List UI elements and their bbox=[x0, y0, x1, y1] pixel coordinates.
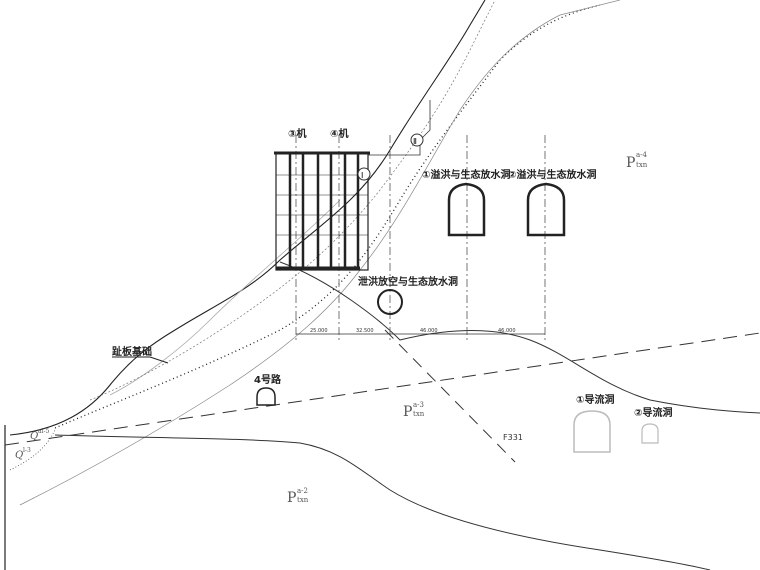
svg-text:P: P bbox=[287, 490, 296, 506]
fault-line bbox=[384, 329, 516, 463]
section-1-label: Ⅰ bbox=[361, 171, 363, 180]
fault-label: F331 bbox=[503, 433, 523, 442]
geologic-contact-lower bbox=[54, 434, 711, 570]
svg-text:P: P bbox=[626, 155, 635, 171]
svg-text:P: P bbox=[403, 404, 412, 420]
section-marker-2 bbox=[410, 133, 424, 147]
centerlines bbox=[295, 135, 546, 340]
svg-text:a-4: a-4 bbox=[636, 151, 648, 159]
spillway-tunnel-1 bbox=[447, 182, 486, 237]
spillway-tunnel-2 bbox=[526, 182, 566, 237]
dimension-1: 25.000 bbox=[310, 328, 328, 334]
section-2-label: Ⅱ bbox=[413, 137, 417, 146]
dotted-rock-line bbox=[54, 4, 601, 429]
unit4-label: ④机 bbox=[330, 127, 348, 140]
outlet-label: 泄洪放空与生态放水洞 bbox=[358, 275, 458, 288]
section-leader bbox=[368, 100, 431, 156]
svg-text:a-3: a-3 bbox=[413, 401, 424, 409]
section-marker-1 bbox=[357, 167, 371, 181]
dimension-3: 46.000 bbox=[420, 328, 438, 334]
diversion-2-label: ②导流洞 bbox=[634, 406, 672, 419]
geology-label-p2: P a-2 txn bbox=[287, 487, 309, 506]
diversion-tunnel-1 bbox=[573, 410, 611, 453]
svg-text:txn: txn bbox=[297, 496, 309, 504]
toe-slab-label: 趾板基础 bbox=[112, 345, 152, 358]
spillway-1-label: ①溢洪与生态放水洞 bbox=[422, 168, 510, 181]
geology-label-qal: Q al-5 bbox=[30, 428, 50, 442]
svg-text:al-5: al-5 bbox=[38, 428, 50, 435]
geologic-boundary-dashed bbox=[4, 332, 760, 446]
weathering-line-lower bbox=[19, 0, 621, 506]
svg-text:l-3: l-3 bbox=[23, 447, 31, 454]
svg-text:Q: Q bbox=[15, 450, 23, 461]
geologic-contact-upper bbox=[279, 261, 760, 414]
road4-label: 4号路 bbox=[254, 373, 282, 386]
ground-surface-line bbox=[9, 0, 486, 436]
diversion-1-label: ①导流洞 bbox=[576, 393, 614, 406]
road4-tunnel bbox=[256, 387, 276, 406]
diversion-tunnel-2 bbox=[641, 423, 659, 444]
quaternary-line bbox=[9, 429, 56, 471]
faint-line bbox=[109, 199, 341, 396]
geology-label-p3: P a-3 txn bbox=[403, 401, 425, 420]
unit3-label: ③机 bbox=[288, 127, 306, 140]
svg-text:a-2: a-2 bbox=[297, 487, 308, 495]
outlet-tunnel bbox=[377, 289, 403, 315]
dimension-2: 32.500 bbox=[356, 328, 374, 334]
geology-label-ql: Q l-3 bbox=[15, 447, 31, 461]
svg-text:Q: Q bbox=[30, 431, 38, 442]
dimension-4: 46.000 bbox=[498, 328, 516, 334]
spillway-2-label: ②溢洪与生态放水洞 bbox=[508, 168, 596, 181]
geology-label-p4: P a-4 txn bbox=[626, 151, 648, 171]
toe-slab-leader bbox=[149, 356, 169, 364]
weathering-line-upper bbox=[89, 0, 496, 401]
powerhouse-structure bbox=[274, 151, 370, 271]
svg-text:txn: txn bbox=[636, 161, 648, 169]
svg-text:txn: txn bbox=[413, 410, 425, 418]
